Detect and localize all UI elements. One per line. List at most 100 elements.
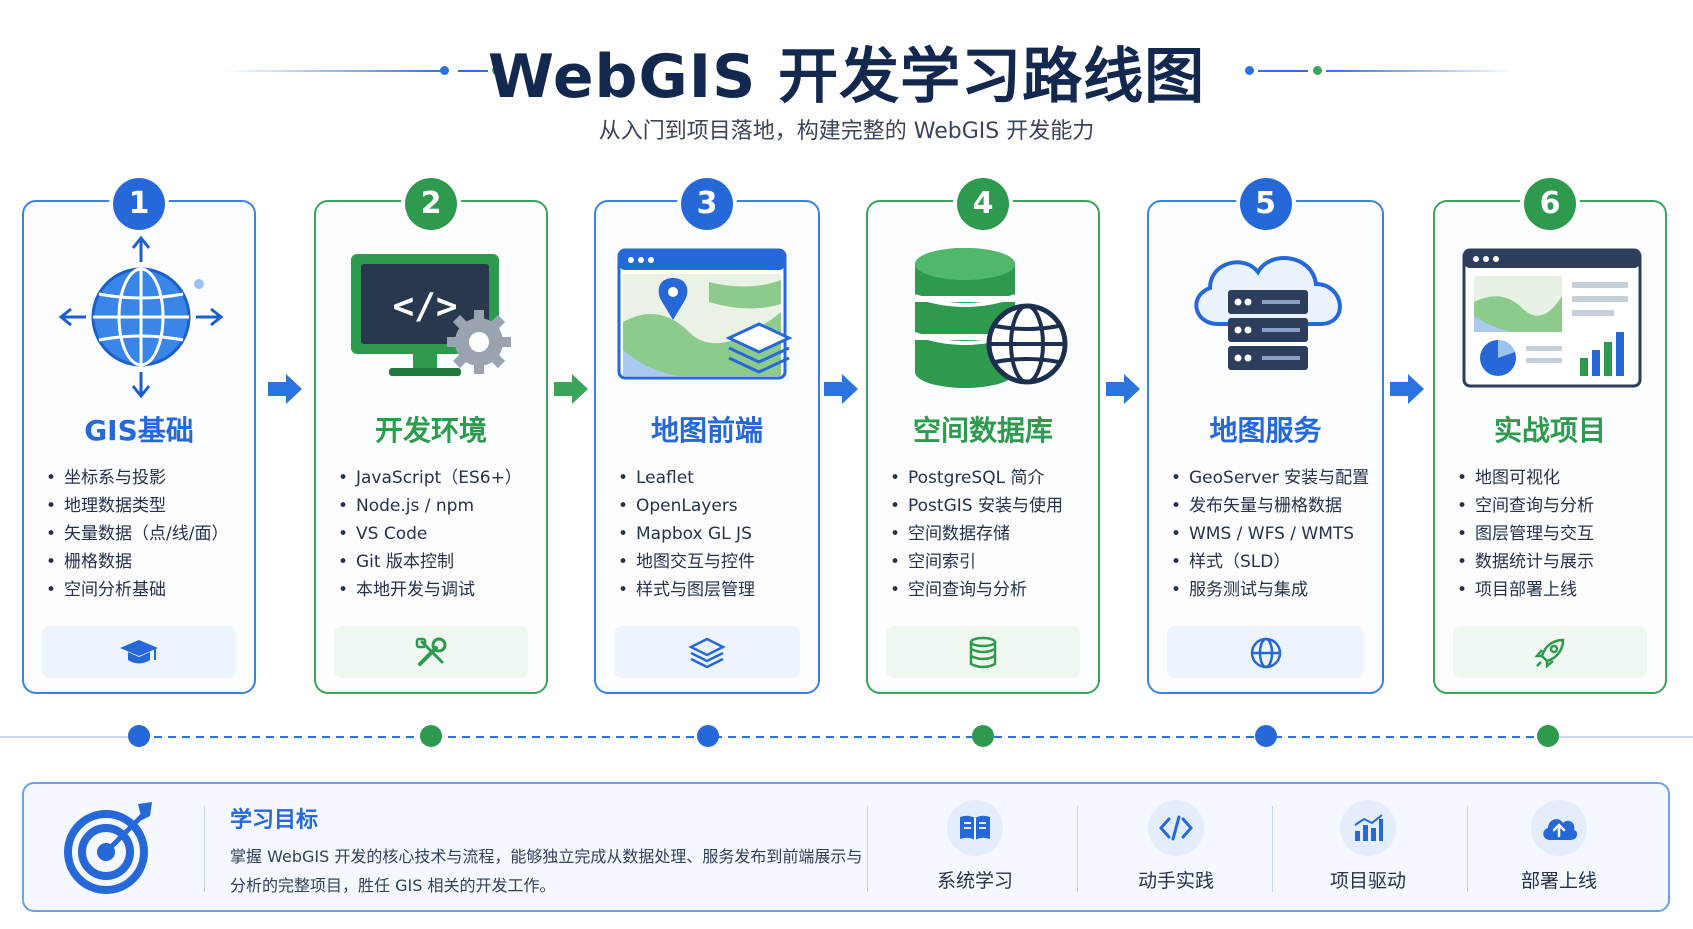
goal-item-label: 部署上线 (1520, 870, 1597, 892)
list-item: 样式（SLD） (1171, 548, 1369, 576)
list-item: 地理数据类型 (46, 492, 228, 520)
arrow-right-icon (266, 370, 304, 408)
code-icon (1148, 800, 1204, 856)
goal-description: 掌握 WebGIS 开发的核心技术与流程，能够独立完成从数据处理、服务发布到前端… (230, 847, 863, 895)
title-deco-line-left (225, 70, 443, 72)
step-topic-list: 坐标系与投影 地理数据类型 矢量数据（点/线/面） 栅格数据 空间分析基础 (46, 464, 228, 604)
timeline-dot (1537, 725, 1559, 747)
step-number-badge: 3 (681, 178, 733, 230)
step-topic-list: JavaScript（ES6+） Node.js / npm VS Code G… (338, 464, 522, 604)
goal-item-label: 项目驱动 (1329, 870, 1406, 892)
title-deco-dot (1313, 66, 1322, 75)
list-item: 发布矢量与栅格数据 (1171, 492, 1369, 520)
title-deco-dot (440, 66, 449, 75)
list-item: 空间查询与分析 (1457, 492, 1594, 520)
graduation-cap-icon (120, 640, 158, 664)
list-item: 地图交互与控件 (618, 548, 755, 576)
cloud-upload-icon (1531, 800, 1587, 856)
list-item: OpenLayers (618, 492, 755, 520)
list-item: 坐标系与投影 (46, 464, 228, 492)
arrow-right-icon (1388, 370, 1426, 408)
goal-item-system-learning: 系统学习 (900, 800, 1050, 893)
step-number-badge: 1 (113, 178, 165, 230)
step-footer (614, 626, 800, 678)
step-title: 地图前端 (650, 414, 763, 447)
rocket-icon (1534, 638, 1565, 669)
step-card-dev-environment: 2 </> 开发环境 JavaScript（ES6+） Node.js / np… (314, 178, 548, 694)
list-item: Node.js / npm (338, 492, 522, 520)
list-item: WMS / WFS / WMTS (1171, 520, 1369, 548)
browser-map-layers-icon (617, 248, 793, 380)
step-number-badge: 4 (957, 178, 1009, 230)
page-subtitle: 从入门到项目落地，构建完整的 WebGIS 开发能力 (598, 119, 1095, 144)
goal-title: 学习目标 (230, 808, 319, 833)
arrow-right-icon (822, 370, 860, 408)
list-item: GeoServer 安装与配置 (1171, 464, 1369, 492)
list-item: 栅格数据 (46, 548, 228, 576)
step-footer (886, 626, 1080, 678)
timeline-dot (420, 725, 442, 747)
divider (1467, 806, 1468, 892)
title-deco-dot (492, 66, 501, 75)
step-title: 空间数据库 (912, 414, 1053, 447)
step-number-badge: 5 (1239, 178, 1292, 230)
monitor-code-gear-icon: </> (351, 254, 511, 376)
step-title: 实战项目 (1493, 414, 1606, 447)
list-item: 空间数据存储 (890, 520, 1063, 548)
list-item: Leaflet (618, 464, 755, 492)
list-item: 数据统计与展示 (1457, 548, 1594, 576)
title-deco-line-right (1326, 70, 1516, 72)
list-item: 地图可视化 (1457, 464, 1594, 492)
list-item: 空间分析基础 (46, 576, 228, 604)
step-footer (1167, 626, 1364, 678)
divider (204, 806, 205, 892)
list-item: 空间查询与分析 (890, 576, 1063, 604)
database-globe-icon (914, 248, 1068, 388)
timeline-dot (128, 725, 150, 747)
step-title: 地图服务 (1209, 414, 1322, 447)
tools-icon (415, 637, 447, 666)
globe-arrows-icon (58, 235, 224, 399)
timeline-dot (697, 725, 719, 747)
book-icon (947, 800, 1003, 856)
timeline-line (0, 736, 1693, 738)
step-number-badge: 2 (405, 178, 457, 230)
page-title: WebGIS 开发学习路线图 (487, 42, 1206, 112)
goal-item-project-driven: 项目驱动 (1293, 800, 1443, 893)
target-arrow-icon (64, 802, 152, 894)
arrow-right-icon (552, 370, 590, 408)
layers-icon (688, 637, 726, 669)
step-card-map-frontend: 3 地图前端 Leaflet OpenLayers Mapbox GL JS 地… (594, 178, 820, 694)
step-topic-list: PostgreSQL 简介 PostGIS 安装与使用 空间数据存储 空间索引 … (890, 464, 1063, 604)
step-number-badge: 6 (1524, 178, 1576, 230)
step-footer (334, 626, 528, 678)
step-card-practical-project: 6 实战项目 地图可视化 空间查询与分析 图层管理与交互 数据统计与展示 项目部… (1433, 178, 1667, 694)
database-icon (969, 636, 997, 669)
title-deco-dot (1245, 66, 1254, 75)
list-item: 本地开发与调试 (338, 576, 522, 604)
divider (867, 806, 868, 892)
step-title: 开发环境 (374, 414, 487, 447)
title-deco-line-right-short (1258, 70, 1308, 72)
timeline-dot (972, 725, 994, 747)
step-topic-list: GeoServer 安装与配置 发布矢量与栅格数据 WMS / WFS / WM… (1171, 464, 1369, 604)
step-card-spatial-database: 4 空间数据库 PostgreSQL 简介 PostGIS 安装与使用 空间数据… (866, 178, 1100, 694)
list-item: VS Code (338, 520, 522, 548)
step-card-map-services: 5 地图服务 GeoServer 安装与配置 发布矢量与栅格数据 WMS / W… (1147, 178, 1384, 694)
step-footer (1453, 626, 1647, 678)
goal-item-label: 系统学习 (936, 870, 1013, 892)
cloud-server-icon (1194, 256, 1342, 370)
list-item: Git 版本控制 (338, 548, 522, 576)
list-item: PostGIS 安装与使用 (890, 492, 1063, 520)
list-item: 样式与图层管理 (618, 576, 755, 604)
step-topic-list: 地图可视化 空间查询与分析 图层管理与交互 数据统计与展示 项目部署上线 (1457, 464, 1594, 604)
globe-icon (1250, 637, 1281, 669)
step-card-gis-basics: 1 GIS基础 坐标系与投影 地理数据类型 矢量数据（点/线/面） 栅格数据 空… (22, 178, 256, 694)
list-item: 项目部署上线 (1457, 576, 1594, 604)
list-item: 图层管理与交互 (1457, 520, 1594, 548)
step-title: GIS基础 (84, 414, 194, 447)
list-item: 矢量数据（点/线/面） (46, 520, 228, 548)
step-topic-list: Leaflet OpenLayers Mapbox GL JS 地图交互与控件 … (618, 464, 755, 604)
dashboard-icon (1462, 248, 1642, 388)
svg-text:</>: </> (392, 286, 457, 327)
